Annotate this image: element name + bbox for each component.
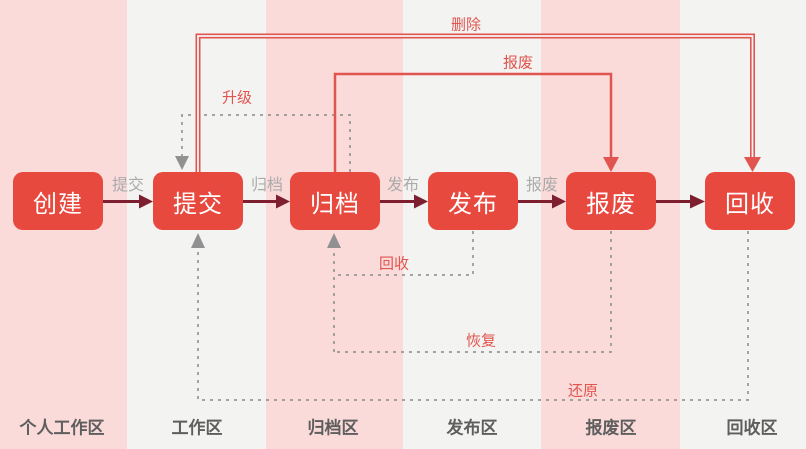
arrow-right-icon <box>552 194 566 209</box>
flow-edge-label: 提交 <box>111 177 145 194</box>
node-recycle: 回收 <box>705 172 795 230</box>
flow-edge-label: 报废 <box>525 177 559 194</box>
flow-edge-label: 发布 <box>386 177 420 194</box>
node-publish: 发布 <box>428 172 518 230</box>
node-label: 发布 <box>448 190 498 218</box>
edge-label-delete: 删除 <box>450 16 482 34</box>
node-label: 提交 <box>173 190 223 218</box>
zone-label-publish: 发布区 <box>446 418 498 438</box>
edge-recycle-path <box>334 231 474 276</box>
edge-upgrade-path <box>181 114 351 172</box>
arrow-down-icon <box>603 157 619 172</box>
edge-label-scrap: 报废 <box>502 54 534 72</box>
edge-label-recycle: 回收 <box>378 255 410 273</box>
node-label: 归档 <box>310 190 360 218</box>
node-scrap: 报废 <box>566 172 656 230</box>
arrow-up-icon <box>191 233 205 248</box>
node-label: 创建 <box>33 190 83 218</box>
node-submit: 提交 <box>153 172 243 230</box>
arrow-up-icon <box>327 233 341 248</box>
arrow-down-icon <box>175 156 189 170</box>
edge-delete-path <box>195 33 755 172</box>
edge-label-revert: 还原 <box>567 382 599 400</box>
edge-delete-path-inner <box>197 35 754 172</box>
zone-label-personal-workspace: 个人工作区 <box>19 418 105 438</box>
arrow-right-icon <box>414 194 428 209</box>
edge-restore-path <box>334 231 612 353</box>
node-label: 回收 <box>725 190 775 218</box>
arrow-right-icon <box>690 194 705 209</box>
flow-edge-label: 归档 <box>250 177 284 194</box>
edge-label-restore: 恢复 <box>465 332 497 350</box>
edge-label-upgrade: 升级 <box>221 89 253 107</box>
zone-label-scrap: 报废区 <box>585 418 637 438</box>
zone-label-recycle: 回收区 <box>726 418 778 438</box>
zone-label-archive: 归档区 <box>307 418 359 438</box>
node-archive: 归档 <box>290 172 380 230</box>
arrow-right-icon <box>139 194 153 209</box>
node-create: 创建 <box>13 172 103 230</box>
arrow-right-icon <box>276 194 290 209</box>
edge-scrap-path <box>333 72 613 172</box>
node-label: 报废 <box>586 190 636 218</box>
zone-label-workspace: 工作区 <box>171 418 223 438</box>
arrow-down-icon <box>744 157 761 172</box>
edge-revert-path <box>197 231 749 401</box>
